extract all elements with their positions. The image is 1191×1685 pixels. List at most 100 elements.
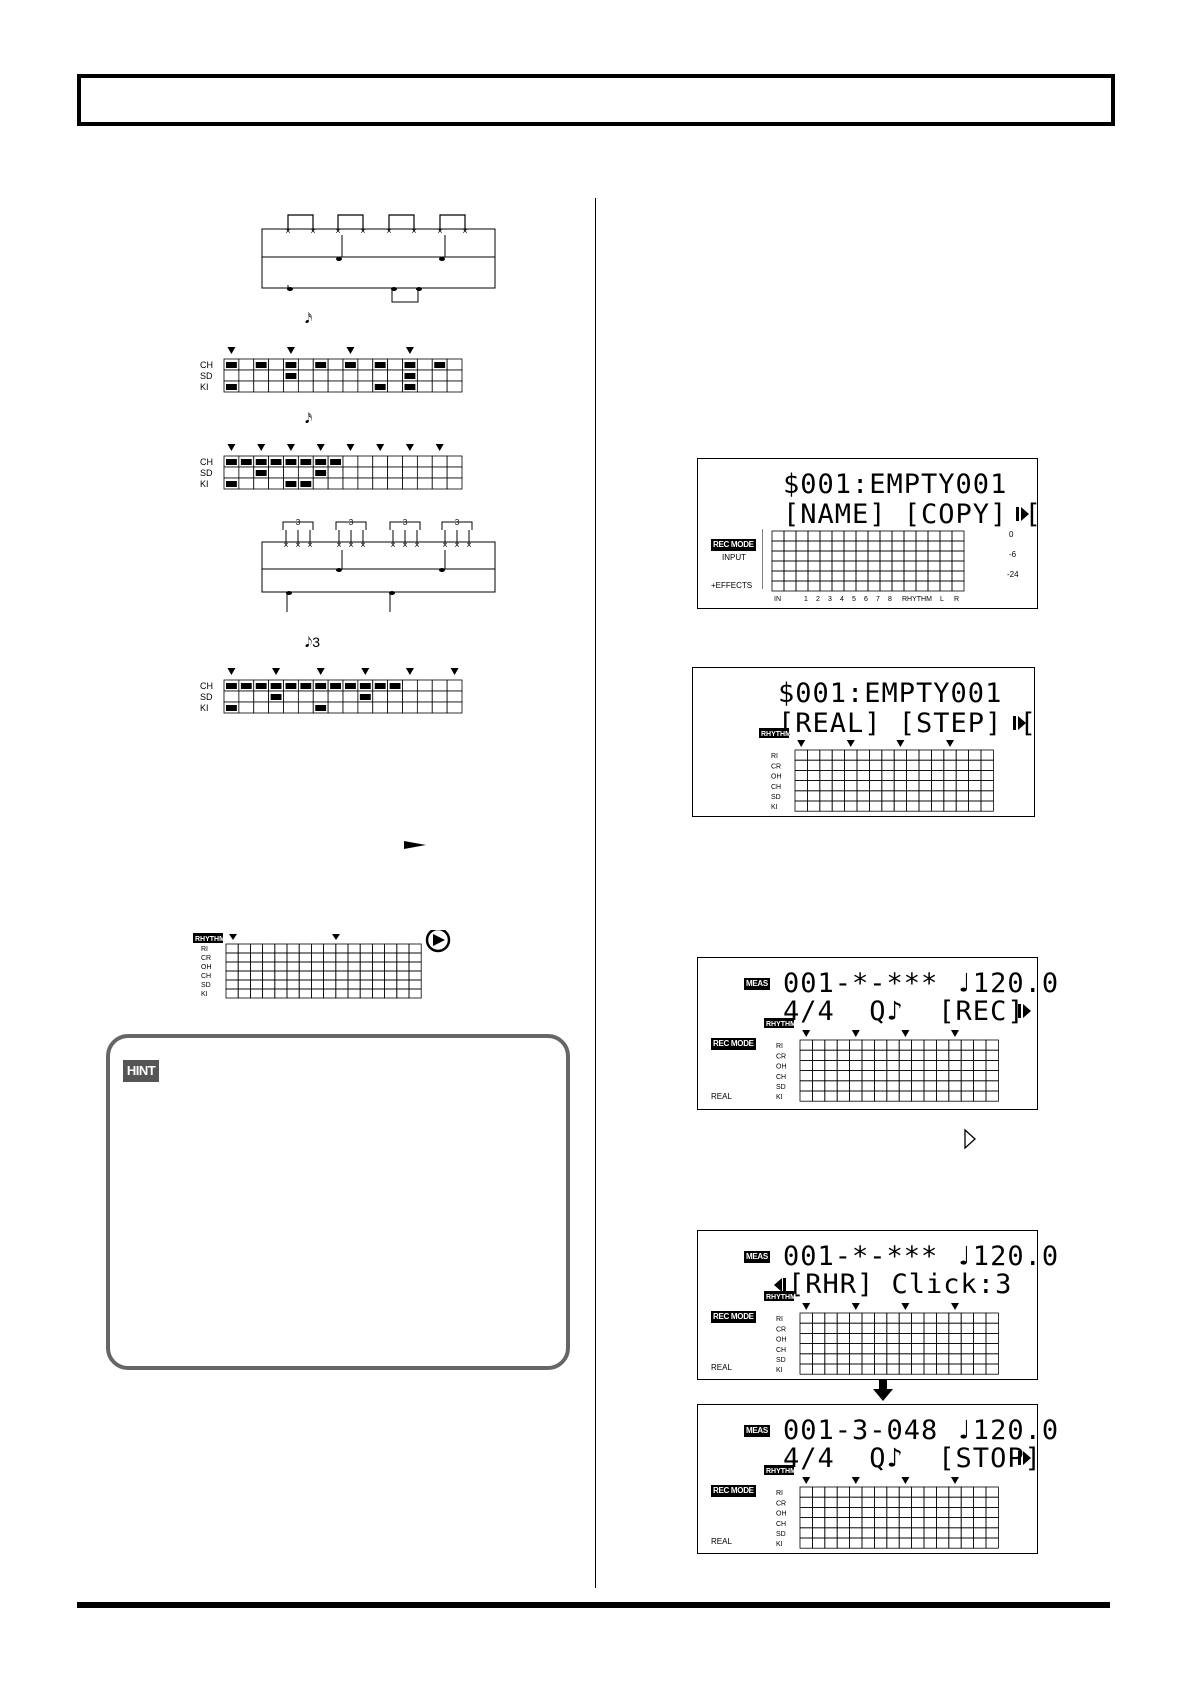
grid-cell [297,380,314,393]
meter-cell [951,540,965,552]
grid-cell [372,701,389,714]
meter-cell [939,540,953,552]
grid-cell [807,780,821,792]
track-label: SD [776,1531,786,1538]
grid-cell [849,1496,863,1508]
grid-cell [930,759,945,771]
grid-cell [943,780,957,792]
grid-cell [372,455,389,468]
grid-cell [298,952,312,963]
grid-cell [869,800,883,812]
grid-cell [312,477,329,490]
meter-cell [915,530,929,542]
grid-cell [960,1080,974,1092]
grid-cell [985,1363,999,1375]
note-block [315,459,327,465]
grid-cell [849,1353,863,1365]
grid-cell [416,477,433,490]
note-block [404,362,416,368]
grid-cell [812,1363,826,1375]
grid-cell [911,1080,925,1092]
beat-marker [376,444,385,451]
grid-cell [819,780,833,792]
beat-marker [951,1477,959,1484]
lcd-line-2: [NAME] [COPY] [ [783,499,1042,530]
grid-cell [886,1039,900,1051]
page-header-frame [77,74,1115,126]
grid-cell [923,1353,937,1365]
grid-cell [824,1537,838,1549]
grid-cell [237,961,251,972]
grid-cell [357,358,374,371]
grid-cell [898,1039,912,1051]
track-label: KI [200,382,209,392]
note-block [285,362,297,368]
meter-cell [783,550,797,562]
grid-cell [824,1049,838,1061]
svg-text:×: × [360,226,365,236]
grid-cell [297,701,314,714]
grid-cell [323,961,337,972]
grid-cell [387,477,403,490]
grid-cell [312,380,329,393]
grid-cell [923,1486,937,1498]
meter-cell [951,570,965,582]
grid-cell [968,780,982,792]
grid-cell [283,466,299,479]
grid-cell [849,1333,863,1345]
grid-cell [297,466,314,479]
grid-cell [274,943,288,954]
grid-cell [327,701,344,714]
scroll-right-icon [1016,507,1029,521]
meas-badge: MEAS [744,1251,770,1263]
grid-cell [935,1496,950,1508]
grid-cell [431,679,448,692]
grid-cell [935,1070,950,1082]
grid-cell [335,943,349,954]
grid-cell [861,1527,875,1539]
note-block [226,683,237,689]
grid-cell [923,1312,937,1324]
track-label: SD [200,692,213,702]
grid-cell [911,1527,925,1539]
grid-cell [372,369,389,382]
grid-cell [849,1507,863,1519]
grid-cell [923,1507,937,1519]
grid-cell [831,749,845,761]
grid-cell [831,790,845,802]
grid-cell [335,970,349,981]
grid-cell [886,1312,900,1324]
grid-cell [225,952,239,963]
grid-cell [812,1343,826,1355]
note-block [255,470,267,476]
grid-cell [799,1486,813,1498]
grid-cell [274,979,288,990]
meter-cell [831,530,845,542]
grid-cell [298,979,312,990]
beat-marker [227,444,236,451]
note-block [255,683,267,689]
grid-cell [250,988,264,999]
grid-cell [238,358,255,371]
svg-text:0: 0 [1009,530,1014,539]
grid-cell [323,979,337,990]
meter-channel-label: R [954,596,959,603]
grid-cell [911,1537,925,1549]
grid-cell [985,1333,999,1345]
grid-cell [836,1343,850,1355]
grid-cell [955,800,969,812]
grid-cell [918,749,932,761]
grid-cell [980,759,994,771]
grid-cell [408,961,422,972]
sixteenth-note-icon: 𝅘𝅥𝅯 [305,310,313,326]
grid-cell [869,780,883,792]
grid-cell [312,690,329,703]
grid-cell [402,466,418,479]
grid-cell [274,970,288,981]
grid-cell [943,749,957,761]
grid-cell [911,1333,925,1345]
grid-cell [323,970,337,981]
meter-cell [807,540,821,552]
